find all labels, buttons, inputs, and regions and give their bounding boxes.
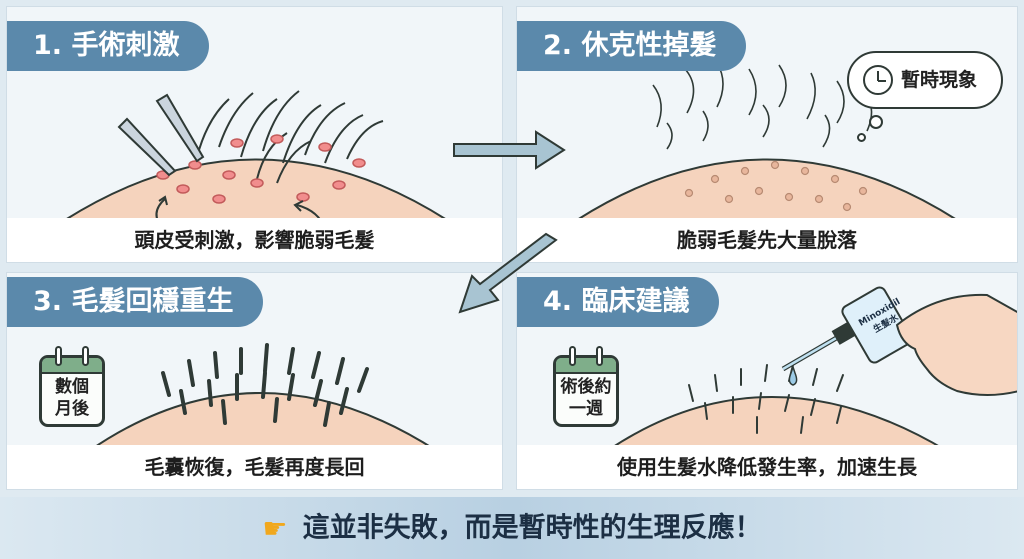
panel-clinical-advice: 4. 臨床建議 術後約 一週 Minoxidil 生髮水 使用生髮水降低發生率，…	[516, 272, 1018, 490]
panel-caption: 脆弱毛髮先大量脫落	[517, 218, 1017, 262]
scalp-treatment-illustration	[603, 286, 1017, 452]
bubble-tail	[869, 115, 883, 129]
scalp-regrowth-illustration	[85, 343, 441, 452]
panel-title: 3. 毛髮回穩重生	[7, 277, 264, 327]
calendar-text: 術後約 一週	[560, 377, 612, 419]
panel-regrowth: 3. 毛髮回穩重生 數個 月後 毛囊恢復，毛髮再度長回	[6, 272, 503, 490]
panel-shock-loss: 2. 休克性掉髮 暫時現象 脆弱毛髮先大量脫落	[516, 6, 1018, 263]
calendar-text: 數個 月後	[55, 377, 89, 419]
bubble-text: 暫時現象	[901, 69, 978, 91]
panel-title: 4. 臨床建議	[517, 277, 720, 327]
arrow-right-icon	[453, 130, 566, 170]
calendar-icon: 數個 月後	[39, 346, 105, 427]
clock-icon	[863, 65, 893, 95]
thought-bubble: 暫時現象	[847, 51, 1003, 109]
scalp-stimulated-illustration	[61, 90, 451, 230]
panel-title: 1. 手術刺激	[7, 21, 210, 71]
panel-caption: 使用生髮水降低發生率，加速生長	[517, 445, 1017, 489]
pointing-hand-icon: ☛	[262, 511, 288, 545]
calendar-icon: 術後約 一週	[553, 346, 619, 427]
panel-caption: 頭皮受刺激，影響脆弱毛髮	[7, 218, 502, 262]
arrow-down-left-icon	[458, 232, 558, 314]
footer-banner: ☛ 這並非失敗，而是暫時性的生理反應！	[0, 497, 1024, 559]
scalp-shedding-illustration	[573, 62, 961, 221]
panel-surgical-stimulation: 1. 手術刺激 頭皮受刺激，影響脆弱毛髮	[6, 6, 503, 263]
bubble-tail	[857, 133, 866, 142]
panel-caption: 毛囊恢復，毛髮再度長回	[7, 445, 502, 489]
panel-title: 2. 休克性掉髮	[517, 21, 747, 71]
footer-text: 這並非失敗，而是暫時性的生理反應！	[302, 512, 762, 544]
